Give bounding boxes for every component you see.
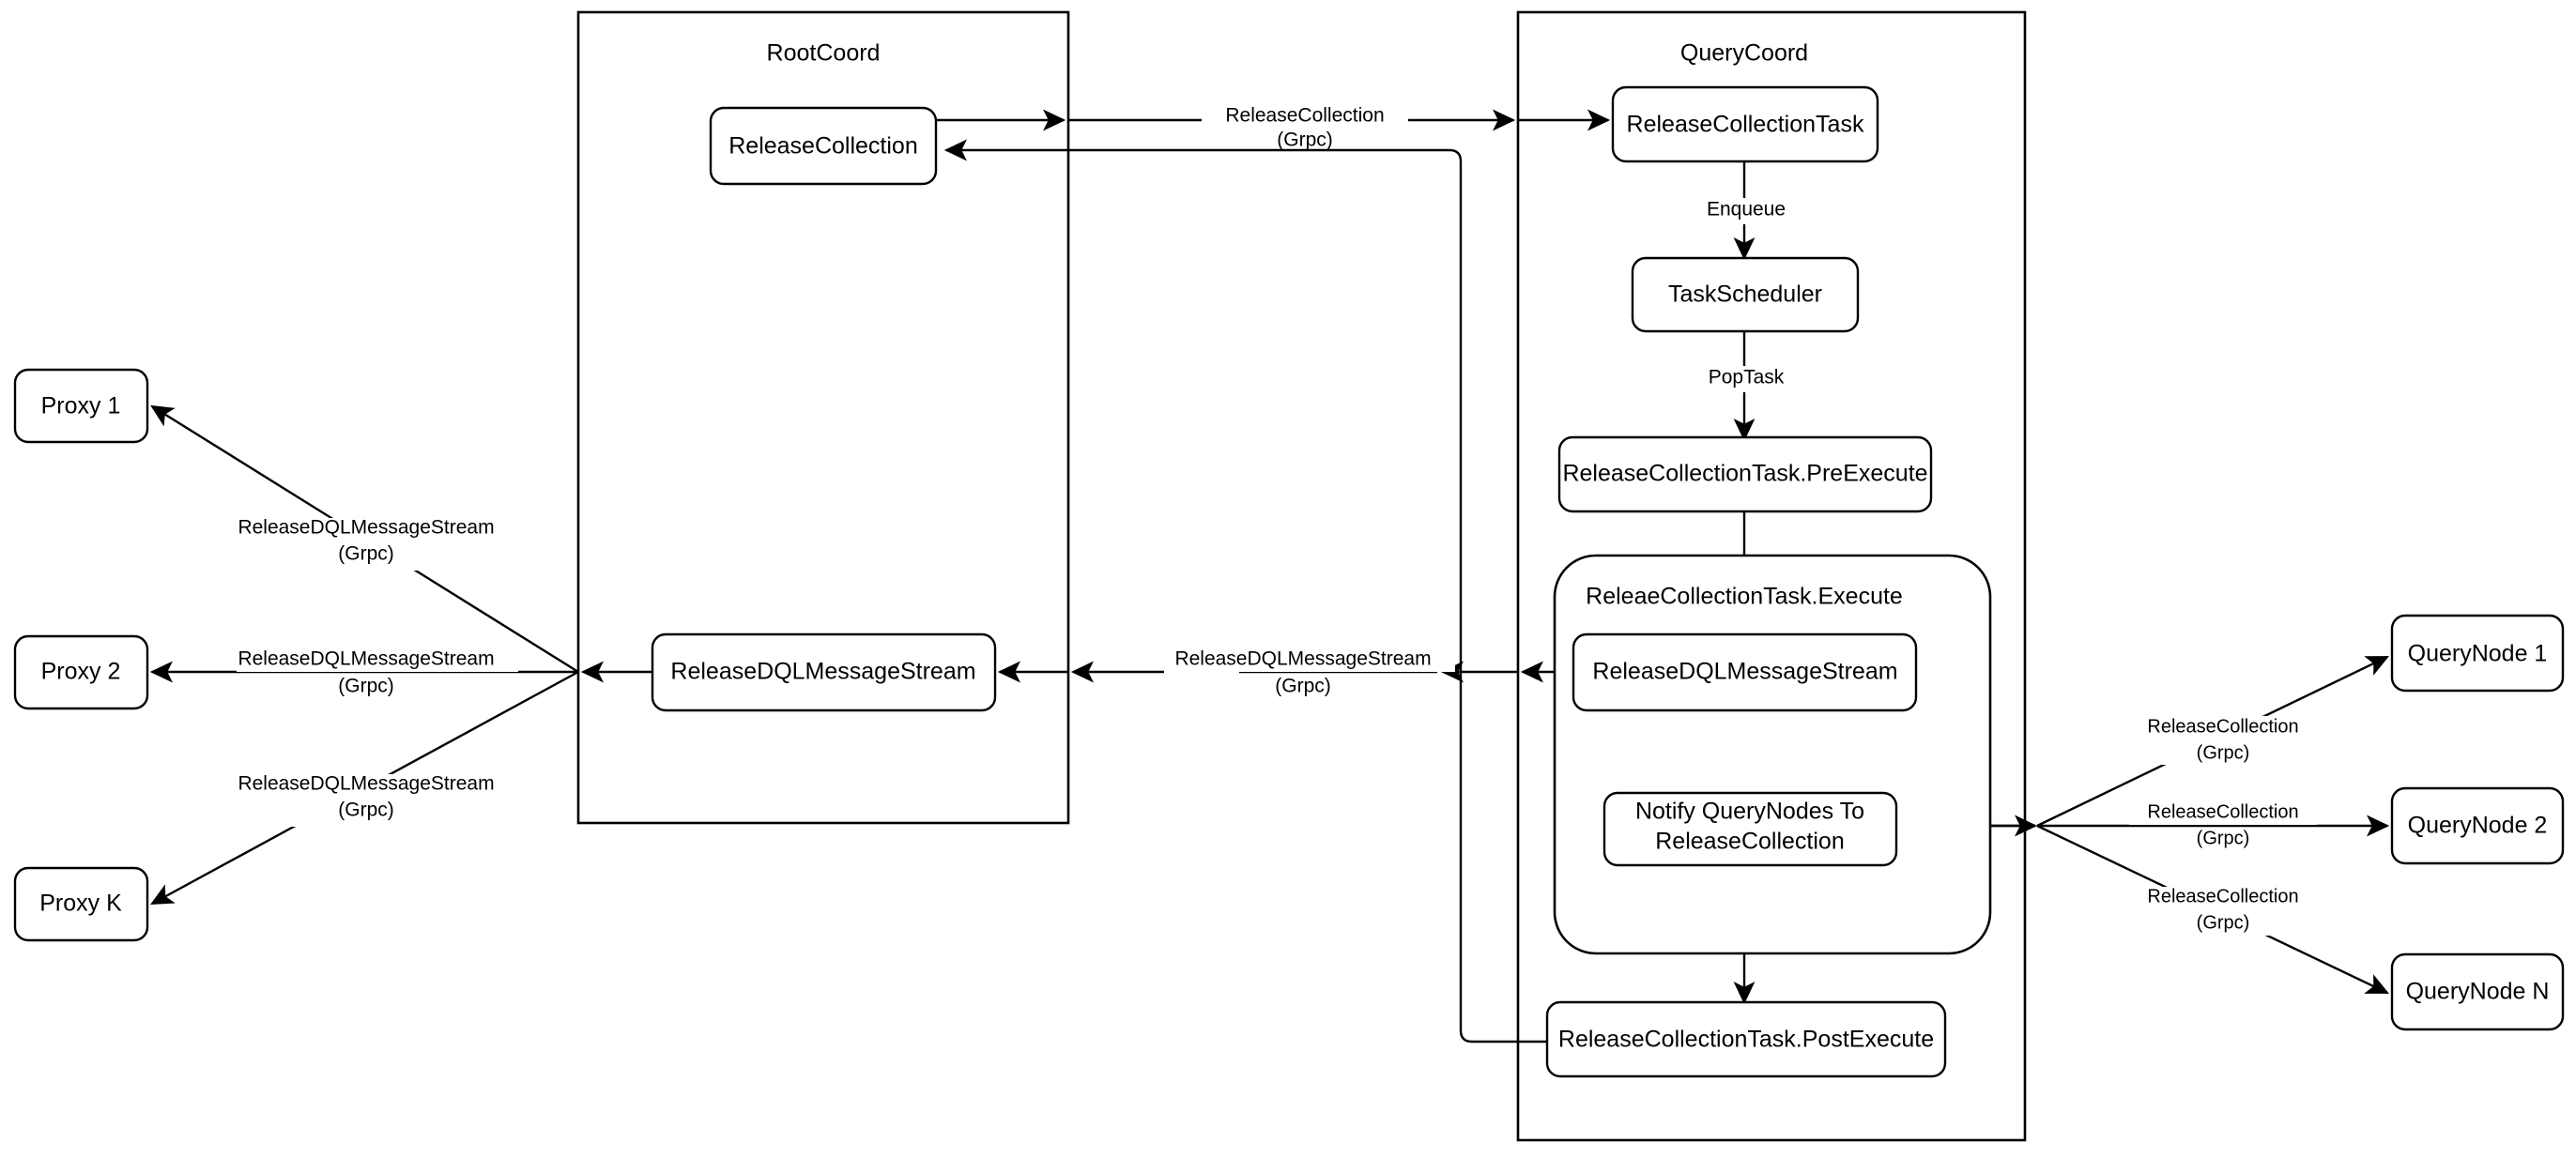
node-proxy-1[interactable]: Proxy 1	[13, 368, 149, 444]
node-proxy-1-label: Proxy 1	[41, 393, 121, 419]
edge-label-dql-proxy1-line1: ReleaseDQLMessageStream	[238, 517, 494, 539]
edge-postexecute-return	[943, 139, 1547, 1044]
execute-group-title: ReleaeCollectionTask.Execute	[1586, 584, 1903, 610]
node-querynode-2[interactable]: QueryNode 2	[2390, 786, 2565, 865]
edge-label-rc-qnn-line2: (Grpc)	[2197, 912, 2250, 933]
node-querynode-n-label: QueryNode N	[2406, 979, 2550, 1005]
edge-label-poptask-text: PopTask	[1709, 367, 1785, 388]
edge-label-enqueue: Enqueue	[1690, 198, 1802, 224]
node-pre-execute-label: ReleaseCollectionTask.PreExecute	[1562, 461, 1927, 487]
edge-label-rc-querynode2: ReleaseCollection (Grpc)	[2129, 801, 2317, 848]
node-release-collection-task[interactable]: ReleaseCollectionTask	[1611, 85, 1879, 163]
node-task-scheduler[interactable]: TaskScheduler	[1631, 256, 1860, 333]
edge-label-dql-proxyk-line2: (Grpc)	[338, 800, 394, 821]
edge-label-dql-mid-line2: (Grpc)	[1275, 676, 1331, 697]
node-release-dql-querycoord-label: ReleaseDQLMessageStream	[1592, 659, 1897, 685]
edge-label-dql-proxy2-line2: (Grpc)	[338, 676, 394, 697]
node-proxy-2[interactable]: Proxy 2	[13, 634, 149, 710]
edge-label-dql-proxyk-line1: ReleaseDQLMessageStream	[238, 773, 494, 795]
edge-label-dql-proxy2-line1: ReleaseDQLMessageStream	[238, 648, 494, 670]
edge-label-rc-qnn-line1: ReleaseCollection	[2147, 886, 2298, 906]
node-querynode-1-label: QueryNode 1	[2408, 641, 2548, 667]
root-coord-title: RootCoord	[767, 40, 881, 67]
edge-label-dql-proxy2: ReleaseDQLMessageStream (Grpc)	[237, 647, 518, 697]
node-querynode-2-label: QueryNode 2	[2408, 813, 2548, 839]
node-proxy-k[interactable]: Proxy K	[13, 866, 149, 942]
node-release-collection-label: ReleaseCollection	[728, 133, 918, 160]
edge-label-dql-proxyk: ReleaseDQLMessageStream (Grpc)	[237, 773, 518, 827]
node-proxy-2-label: Proxy 2	[41, 659, 121, 685]
edge-label-rc-qn1-line2: (Grpc)	[2197, 742, 2250, 763]
node-release-collection[interactable]: ReleaseCollection	[709, 106, 938, 186]
edge-label-dql-proxy1-line2: (Grpc)	[338, 543, 394, 565]
edge-label-rc-querynoden: ReleaseCollection (Grpc)	[2129, 886, 2317, 936]
edge-label-rc-qn1-line1: ReleaseCollection	[2147, 716, 2298, 737]
edge-label-enqueue-text: Enqueue	[1707, 199, 1786, 221]
node-proxy-k-label: Proxy K	[39, 891, 122, 917]
node-release-dql-message-stream-querycoord[interactable]: ReleaseDQLMessageStream	[1572, 632, 1918, 712]
node-task-scheduler-label: TaskScheduler	[1668, 282, 1822, 308]
query-coord-title: QueryCoord	[1680, 40, 1808, 67]
node-post-execute[interactable]: ReleaseCollectionTask.PostExecute	[1545, 1000, 1947, 1078]
edge-label-release-collection-grpc: ReleaseCollection (Grpc)	[1202, 105, 1408, 151]
container-execute-group: ReleaeCollectionTask.Execute	[1553, 554, 1992, 955]
node-querynode-n[interactable]: QueryNode N	[2390, 952, 2565, 1031]
node-release-dql-message-stream-rootcoord[interactable]: ReleaseDQLMessageStream	[651, 632, 997, 712]
edge-label-poptask: PopTask	[1694, 366, 1797, 392]
node-pre-execute[interactable]: ReleaseCollectionTask.PreExecute	[1557, 435, 1933, 513]
node-post-execute-label: ReleaseCollectionTask.PostExecute	[1558, 1027, 1934, 1053]
edge-label-dql-mid-line1: ReleaseDQLMessageStream	[1174, 648, 1431, 670]
edge-label-dql-mid: ReleaseDQLMessageStream (Grpc)	[1173, 647, 1455, 697]
edge-label-rc-querynode1: ReleaseCollection (Grpc)	[2129, 716, 2317, 765]
edge-label-release-collection-line2: (Grpc)	[1277, 129, 1333, 151]
node-querynode-1[interactable]: QueryNode 1	[2390, 614, 2565, 693]
edge-label-rc-qn2-line1: ReleaseCollection	[2147, 801, 2298, 822]
edge-label-dql-proxy1: ReleaseDQLMessageStream (Grpc)	[237, 517, 518, 571]
edge-label-rc-qn2-line2: (Grpc)	[2197, 828, 2250, 848]
node-notify-querynodes-line2: ReleaseCollection	[1655, 829, 1845, 855]
node-release-dql-rootcoord-label: ReleaseDQLMessageStream	[670, 659, 975, 685]
node-notify-querynodes[interactable]: Notify QueryNodes To ReleaseCollection	[1602, 791, 1898, 867]
edge-label-release-collection-line1: ReleaseCollection	[1225, 105, 1384, 127]
node-notify-querynodes-line1: Notify QueryNodes To	[1635, 799, 1864, 825]
node-release-collection-task-label: ReleaseCollectionTask	[1627, 112, 1864, 138]
